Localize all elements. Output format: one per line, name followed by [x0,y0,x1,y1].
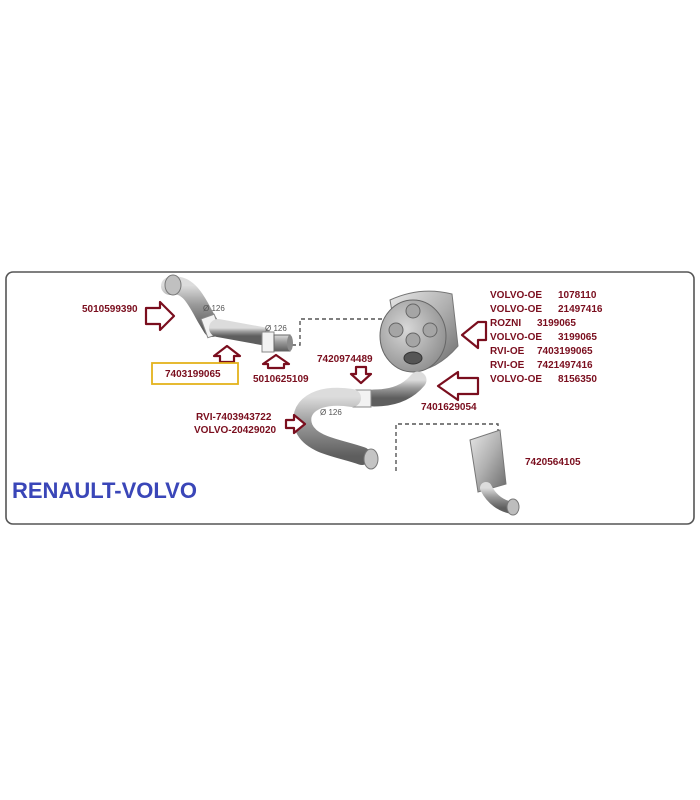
arrow-left-icon [460,320,488,350]
silencer-can [379,290,459,373]
arrow-right-icon [284,413,307,435]
highlight-box [151,362,239,385]
silencer-outlet-icon [403,351,423,365]
ref-brand: VOLVO-OE [490,290,542,301]
diameter-label-upper-bend: Ø 126 [203,304,225,313]
arrow-down-icon [349,365,373,385]
diameter-label-upper-clamp: Ø 126 [265,324,287,333]
part-label-mid-clamp: 7420974489 [317,354,373,365]
silencer-port-icon [405,303,421,319]
ref-number: 8156350 [558,374,597,385]
arrow-up-icon [212,344,242,364]
lower-bend-pipe: Ø 126 [293,371,427,470]
ref-brand: RVI-OE [490,360,525,371]
silencer-port-icon [422,322,438,338]
silencer-reference-list: VOLVO-OE 1078110 VOLVO-OE 21497416 ROZNI… [490,290,603,385]
part-label-lower-bend-volvo: VOLVO-20429020 [194,425,277,436]
silencer-port-icon [388,322,404,338]
ref-brand: ROZNI [490,318,521,329]
ref-brand: VOLVO-OE [490,374,542,385]
ref-number: 1078110 [558,290,597,301]
part-label-upper-clamp: 5010625109 [253,374,309,385]
arrow-right-icon [144,300,176,332]
part-label-elbow: 7401629054 [421,402,477,413]
arrow-left-icon [436,370,480,402]
diameter-label-lower-bend: Ø 126 [320,408,342,417]
upper-clamp-pipe: Ø 126 [261,324,293,353]
ref-brand: RVI-OE [490,346,525,357]
ref-brand: VOLVO-OE [490,332,542,343]
ref-number: 7403199065 [537,346,593,357]
ref-number: 21497416 [558,304,603,315]
part-label-highlighted: 7403199065 [165,369,221,380]
part-label-lower-bend-rvi: RVI-7403943722 [196,412,272,423]
silencer-port-icon [405,332,421,348]
ref-number: 3199065 [537,318,576,329]
part-label-upper-bend: 5010599390 [82,304,138,315]
end-silencer [469,429,520,516]
brand-title: RENAULT-VOLVO [12,478,197,503]
upper-bend-pipe: Ø 126 [161,274,271,345]
arrow-up-icon [261,353,291,370]
connection-lines [292,318,499,471]
part-label-end-silencer: 7420564105 [525,457,581,468]
ref-number: 3199065 [558,332,597,343]
callout-arrows [144,300,488,435]
ref-number: 7421497416 [537,360,593,371]
ref-brand: VOLVO-OE [490,304,542,315]
